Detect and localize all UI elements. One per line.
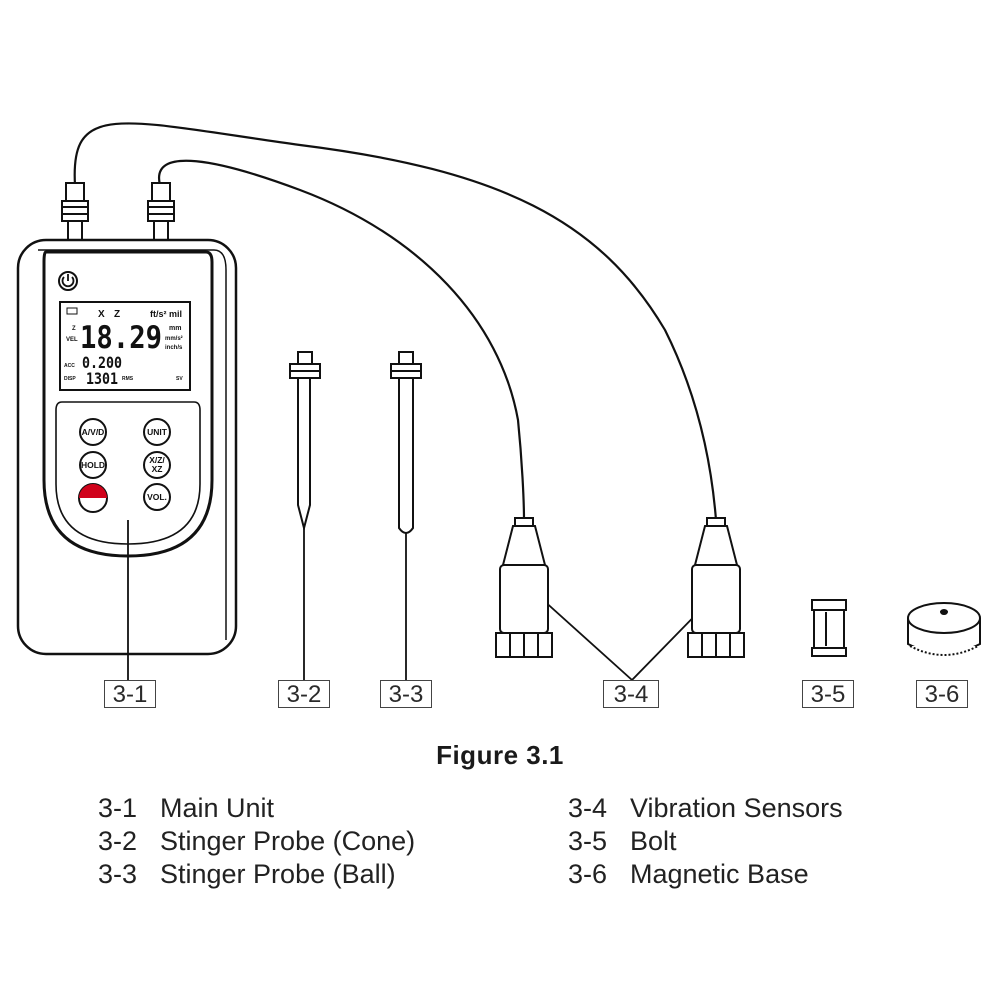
lcd-display <box>59 301 191 391</box>
stinger-probe-ball <box>390 351 422 534</box>
lcd-acc-label: ACC <box>64 363 75 369</box>
magnetic-base <box>907 602 981 656</box>
lcd-disp-value: 1301 <box>86 369 118 388</box>
legend-label: Main Unit <box>160 793 275 823</box>
legend-label: Vibration Sensors <box>630 793 843 823</box>
svg-text:A/V/D: A/V/D <box>82 427 105 437</box>
legend-left: 3-1 Main Unit 3-2 Stinger Probe (Cone) 3-3… <box>98 792 415 891</box>
svg-text:HOLD: HOLD <box>81 460 105 470</box>
legend-code: 3-5 <box>568 826 608 856</box>
legend-label: Bolt <box>630 826 677 856</box>
legend-code: 3-4 <box>568 793 608 823</box>
legend-code: 3-6 <box>568 859 608 889</box>
stinger-probe-cone <box>289 351 321 532</box>
vibration-sensor-a <box>495 517 553 658</box>
vibration-sensor-b <box>687 517 745 658</box>
lcd-unit-mms2: mm/s² <box>165 335 183 342</box>
legend-label: Magnetic Base <box>630 859 809 889</box>
lcd-unit-inchs: inch/s <box>165 345 183 351</box>
lcd-vel-label: VEL <box>66 337 78 343</box>
legend-item: 3-6 Magnetic Base <box>568 858 843 891</box>
cable-right <box>157 159 526 522</box>
legend-item: 3-1 Main Unit <box>98 792 415 825</box>
lcd-unit-top: ft/s² mil <box>150 309 182 319</box>
lcd-disp-label: DISP <box>64 376 76 382</box>
legend-label: Stinger Probe (Cone) <box>160 826 416 856</box>
legend-code: 3-2 <box>98 826 138 856</box>
svg-text:UNIT: UNIT <box>147 427 168 437</box>
callout-3-1: 3-1 <box>104 680 156 708</box>
legend-item: 3-2 Stinger Probe (Cone) <box>98 825 415 858</box>
legend-code: 3-3 <box>98 859 138 889</box>
measure-button[interactable] <box>78 483 108 513</box>
cable-left <box>73 122 718 522</box>
avd-button[interactable]: A/V/D <box>79 418 107 446</box>
legend-item: 3-4 Vibration Sensors <box>568 792 843 825</box>
lcd-main-value: 18.29 <box>80 320 162 356</box>
svg-text:X/Z/: X/Z/ <box>149 455 165 465</box>
figure-caption: Figure 3.1 <box>436 740 564 770</box>
bolt <box>811 599 847 657</box>
unit-button[interactable]: UNIT <box>143 418 171 446</box>
main-unit: X Z ft/s² mil Z VEL 18.29 mm mm/s² inch/… <box>16 182 238 656</box>
hold-button[interactable]: HOLD <box>79 451 107 479</box>
legend-code: 3-1 <box>98 793 138 823</box>
legend-item: 3-3 Stinger Probe (Ball) <box>98 858 415 891</box>
legend-item: 3-5 Bolt <box>568 825 843 858</box>
lcd-acc-value: 0.200 <box>82 353 122 372</box>
callout-3-4: 3-4 <box>603 680 659 708</box>
lcd-axis-x: X <box>98 309 105 320</box>
lcd-z-label: Z <box>72 326 76 332</box>
figure-drawing: X Z ft/s² mil Z VEL 18.29 mm mm/s² inch/… <box>16 122 981 681</box>
lcd-axis-z: Z <box>114 309 120 320</box>
lcd-sv-label: SV <box>176 376 183 382</box>
callout-3-2: 3-2 <box>278 680 330 708</box>
lcd-rms-label: RMS <box>122 376 134 382</box>
legend-label: Stinger Probe (Ball) <box>160 859 396 889</box>
legend-right: 3-4 Vibration Sensors 3-5 Bolt 3-6 Magnetic… <box>568 792 843 891</box>
callout-3-3: 3-3 <box>380 680 432 708</box>
svg-text:XZ: XZ <box>152 464 163 474</box>
lcd-unit-mm: mm <box>169 325 181 332</box>
callout-3-6: 3-6 <box>916 680 968 708</box>
svg-text:VOL.: VOL. <box>147 492 167 502</box>
xyz-button[interactable]: X/Z/ XZ <box>143 451 171 479</box>
callout-3-5: 3-5 <box>802 680 854 708</box>
vol-button[interactable]: VOL. <box>143 483 171 511</box>
